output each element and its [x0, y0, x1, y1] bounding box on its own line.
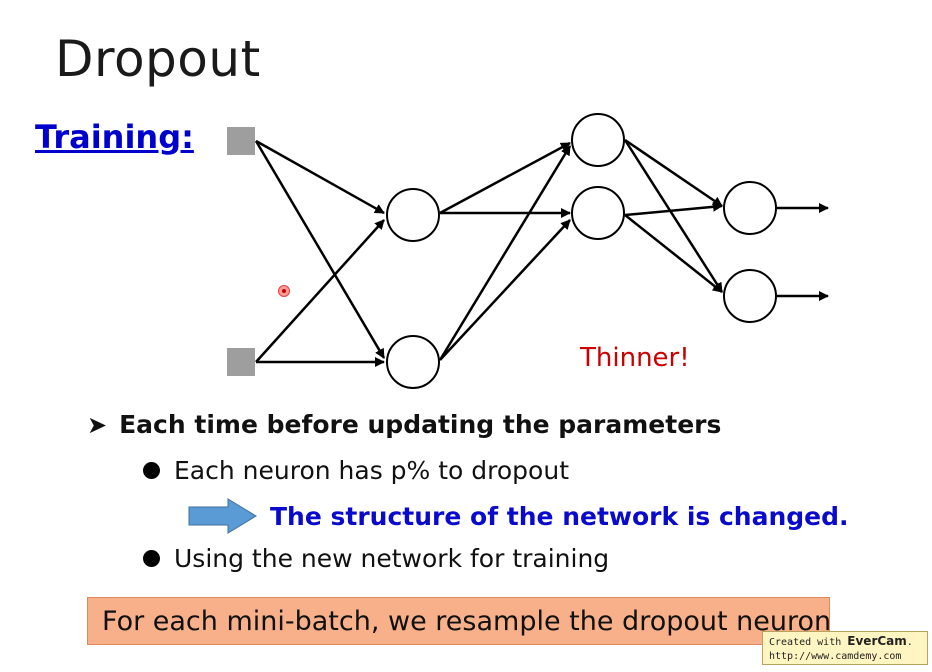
- hidden-neuron: [571, 113, 625, 167]
- watermark-brand: EverCam: [847, 634, 907, 648]
- note-box: For each mini-batch, we resample the dro…: [87, 597, 830, 645]
- sub-bullet-training: Using the new network for training: [143, 544, 609, 573]
- edge-h2b-o2: [624, 214, 723, 293]
- sub-bullet-text: Each neuron has p% to dropout: [174, 456, 569, 485]
- input-node: [227, 348, 255, 376]
- input-node: [227, 127, 255, 155]
- edge-h2a-o2: [623, 139, 724, 293]
- slide-title: Dropout: [55, 30, 261, 88]
- pointer-cursor-icon: [278, 285, 290, 297]
- edge-h1b-h2a: [438, 145, 572, 361]
- consequence-text: The structure of the network is changed.: [270, 501, 849, 531]
- watermark-url: http://www.camdemy.com: [769, 651, 902, 662]
- bullet-dot-icon: [143, 462, 160, 479]
- output-neuron: [723, 181, 777, 235]
- main-bullet-text: Each time before updating the parameters: [119, 410, 722, 439]
- sub-bullet-text: Using the new network for training: [174, 544, 610, 573]
- hidden-neuron: [386, 188, 440, 242]
- edge-h2b-o1: [624, 201, 723, 217]
- sub-bullet-dropout: Each neuron has p% to dropout: [143, 456, 569, 485]
- edge-in1-h1a: [255, 139, 385, 215]
- edge-h2a-o1: [624, 138, 723, 208]
- watermark-line: Created with EverCam.: [769, 634, 921, 650]
- note-text: For each mini-batch, we resample the dro…: [102, 605, 830, 637]
- arrow-bullet-icon: ➤: [87, 410, 108, 439]
- hidden-neuron: [386, 335, 440, 389]
- main-bullet: ➤ Each time before updating the paramete…: [87, 410, 721, 439]
- hidden-neuron: [571, 186, 625, 240]
- edge-h1b-h2b: [439, 219, 571, 361]
- edge-in1-h1b: [254, 140, 386, 359]
- watermark-prefix: Created with: [769, 637, 848, 648]
- edge-h1a-h2a: [439, 141, 571, 215]
- training-heading: Training:: [35, 118, 194, 156]
- right-arrow-icon: [188, 498, 257, 534]
- bullet-dot-icon: [143, 550, 160, 567]
- output-neuron: [723, 269, 777, 323]
- watermark-suffix: .: [906, 637, 913, 648]
- consequence-line: The structure of the network is changed.: [188, 498, 849, 534]
- thinner-label: Thinner!: [580, 343, 690, 373]
- edge-in2-h1a: [255, 219, 385, 363]
- evercam-watermark: Created with EverCam. http://www.camdemy…: [762, 631, 928, 665]
